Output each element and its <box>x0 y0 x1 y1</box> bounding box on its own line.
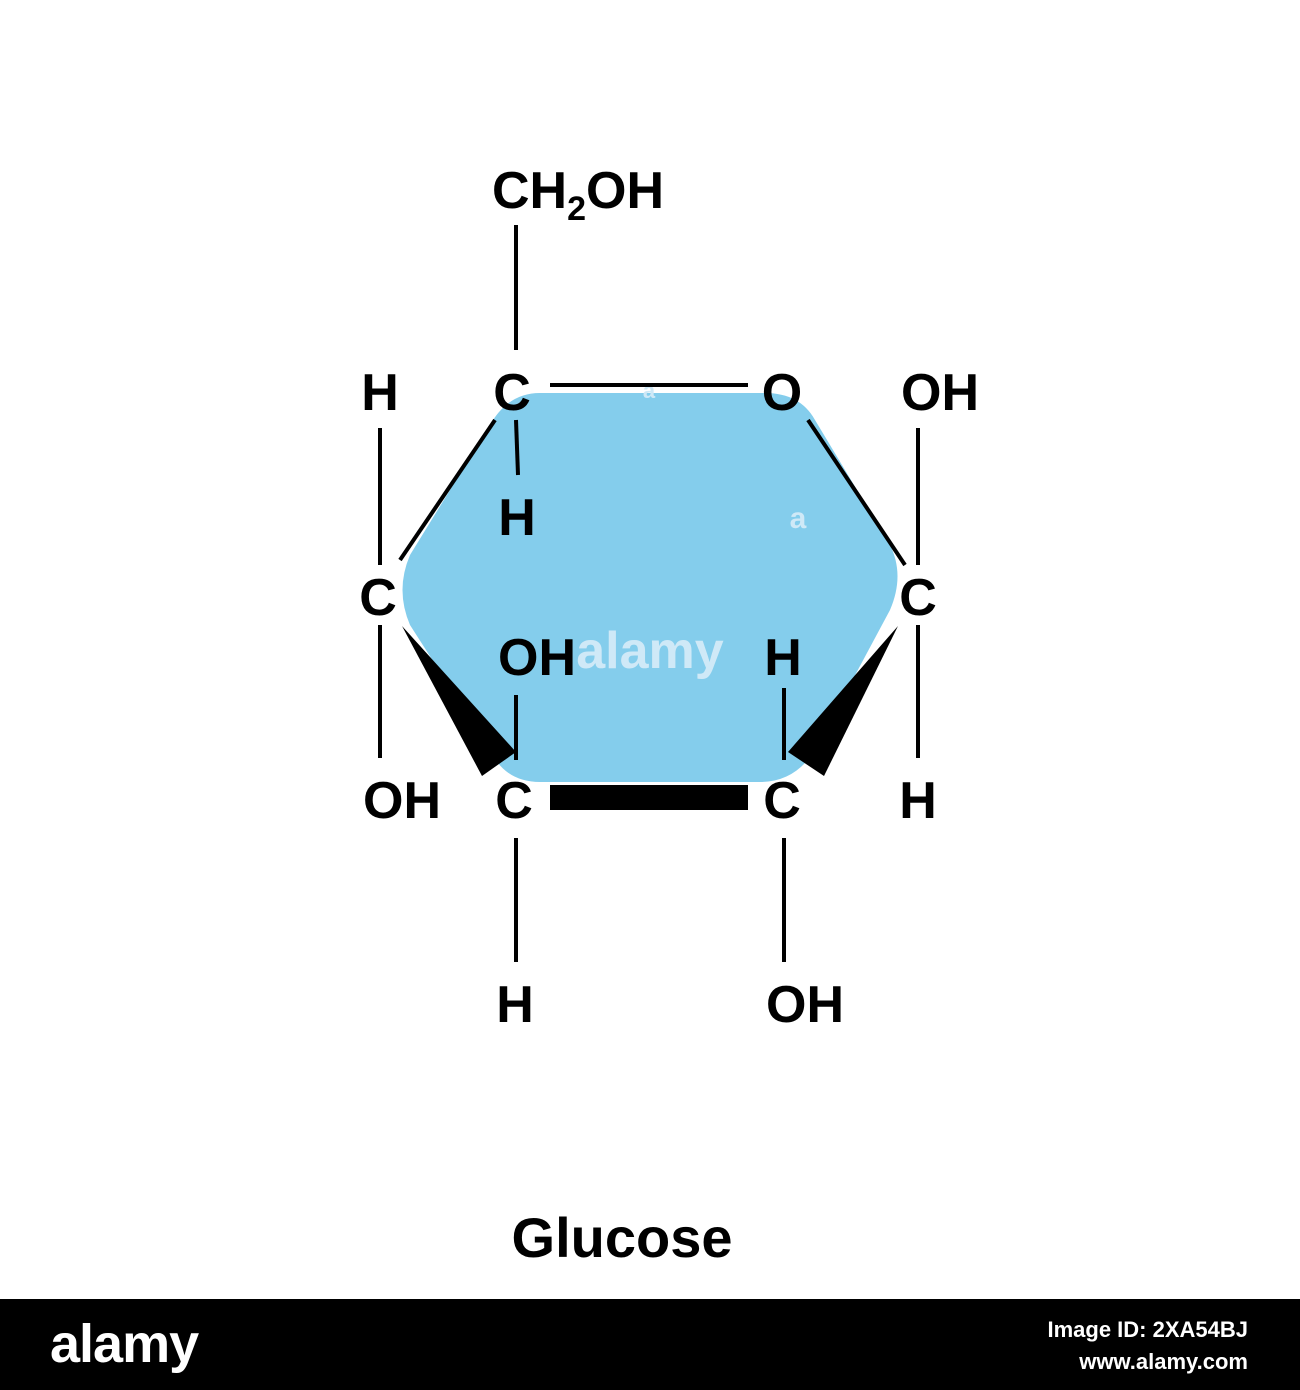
c5-atom: C <box>493 364 531 422</box>
c3-atom: C <box>495 772 533 830</box>
c5-down-h: H <box>498 489 536 547</box>
ring-oxygen: O <box>762 364 802 422</box>
watermark-center: alamy <box>576 622 724 680</box>
bond-o-c1 <box>806 418 907 567</box>
footer-url: www.alamy.com <box>1079 1349 1248 1374</box>
wedge-bond-c1-c2 <box>788 626 898 776</box>
watermark-small-2: a <box>643 378 656 403</box>
c4-atom: C <box>359 569 397 627</box>
glucose-structure-diagram: alamy a a CH2OH C H H O OH C H C OH OH C… <box>359 162 979 1269</box>
c6-group-label: CH2OH <box>492 162 664 228</box>
c1-atom: C <box>899 569 937 627</box>
bold-bond-c3-c2 <box>550 785 748 810</box>
watermark-small-1: a <box>790 502 807 535</box>
stock-footer-bar: alamy Image ID: 2XA54BJ www.alamy.com <box>0 1299 1300 1390</box>
wedge-bond-c4-c3 <box>402 626 516 776</box>
ring-fill <box>402 393 898 782</box>
c3-down-h: H <box>496 976 534 1034</box>
c2-atom: C <box>763 772 801 830</box>
bond-c5-h-down <box>514 419 520 476</box>
c2-down-oh: OH <box>766 976 844 1034</box>
footer-image-id: Image ID: 2XA54BJ <box>1047 1317 1248 1342</box>
c1-down-h: H <box>899 772 937 830</box>
diagram-title: Glucose <box>512 1206 733 1269</box>
bond-c5-c4 <box>398 418 497 562</box>
c2-up-h: H <box>764 629 802 687</box>
c4-down-oh: OH <box>363 772 441 830</box>
footer-logo: alamy <box>50 1314 199 1374</box>
c1-up-oh: OH <box>901 364 979 422</box>
c3-up-oh: OH <box>498 629 576 687</box>
c5-left-h: H <box>361 364 399 422</box>
